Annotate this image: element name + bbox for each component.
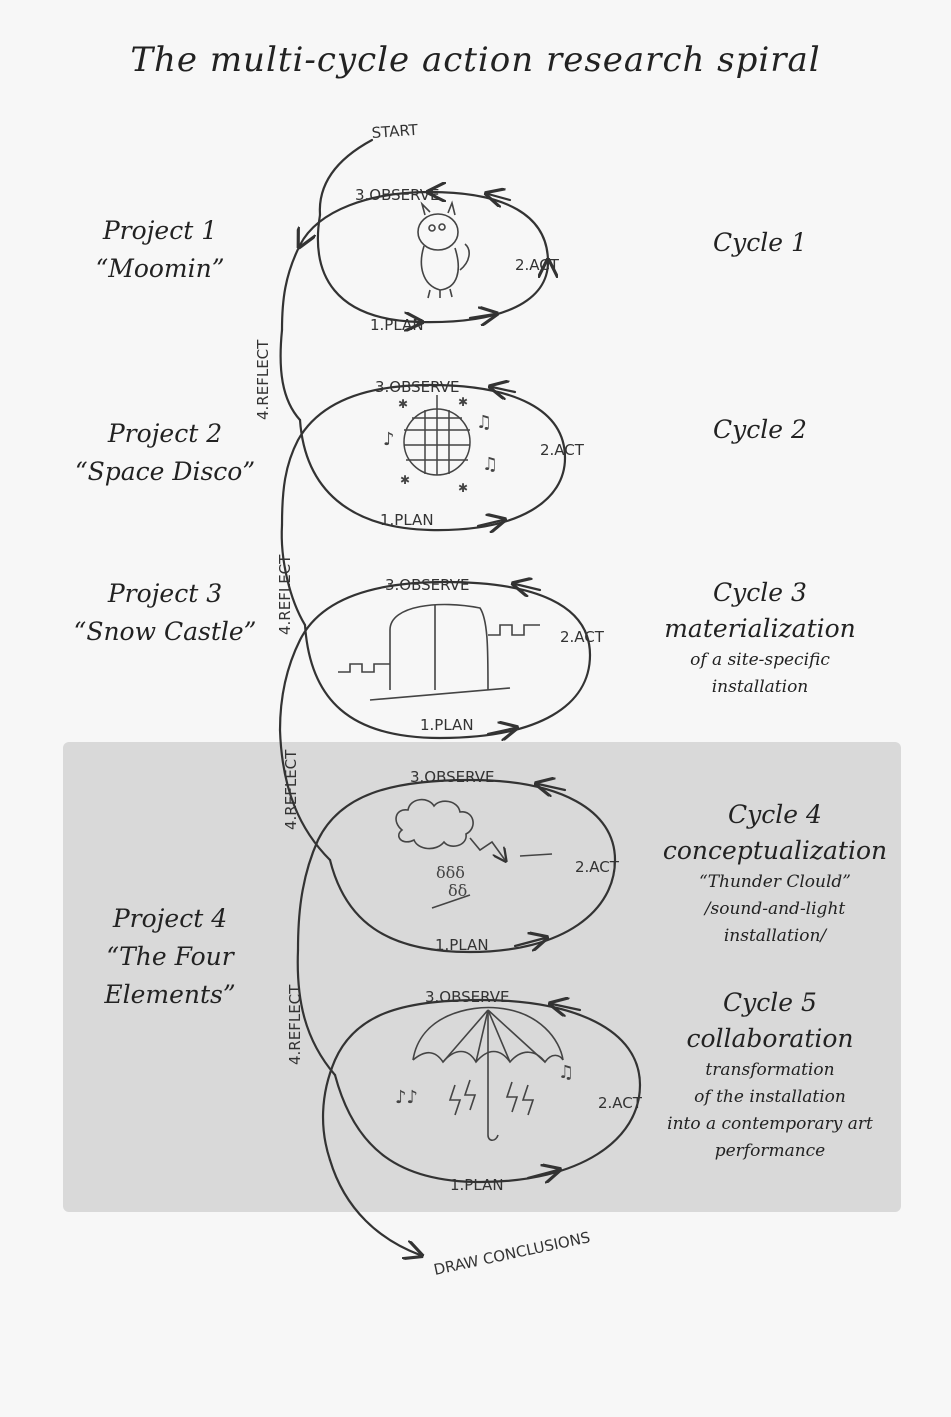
svg-text:♫: ♫ [482,454,498,475]
reflect-1-path [281,330,300,420]
cycle-1-act-label: 2.ACT [515,256,560,274]
svg-text:✱: ✱ [458,395,468,409]
svg-text:♫: ♫ [476,412,492,433]
thunder-cloud-icon: δδδ δδ [396,800,552,908]
cycle-2-act-label: 2.ACT [540,441,585,459]
start-label: START [371,121,419,142]
reflect-4-label: 4.REFLECT [286,984,304,1065]
cycle-5-observe-label: 3.OBSERVE [425,988,510,1006]
conclusion-arrow [330,1160,420,1255]
cycle-1-loop [282,192,548,330]
draw-conclusions-label: DRAW CONCLUSIONS [432,1228,592,1279]
svg-text:♪: ♪ [383,429,395,450]
reflect-2-label: 4.REFLECT [276,554,294,635]
cycle-5-act-label: 2.ACT [598,1094,643,1112]
cycle-3-act-label: 2.ACT [560,628,605,646]
cycle-4-plan-label: 1.PLAN [435,936,489,954]
svg-text:✱: ✱ [398,397,408,411]
snow-castle-icon [338,604,540,700]
svg-text:✱: ✱ [400,473,410,487]
cycle-2-observe-label: 3.OBSERVE [375,378,460,396]
cycle-4-observe-label: 3.OBSERVE [410,768,495,786]
cycle-1-plan-label: 1.PLAN [370,316,424,334]
moomin-icon [418,203,469,298]
cycle-4-act-label: 2.ACT [575,858,620,876]
reflect-3-label: 4.REFLECT [282,749,300,830]
cycle-1-observe-label: 3.OBSERVE [355,186,440,204]
disco-ball-icon: ♪ ♫ ♫ ✱ ✱ ✱ ✱ [383,395,498,495]
svg-text:δδδ: δδδ [436,863,465,882]
svg-text:♫: ♫ [558,1062,574,1083]
umbrella-icon: ♪♪ ♫ [395,1008,574,1141]
svg-text:♪♪: ♪♪ [395,1087,418,1108]
cycle-3-observe-label: 3.OBSERVE [385,576,470,594]
reflect-1-label: 4.REFLECT [254,339,272,420]
svg-text:✱: ✱ [458,481,468,495]
cycle-2-plan-label: 1.PLAN [380,511,434,529]
cycle-2-loop [282,385,565,530]
cycle-5-loop [323,1000,640,1182]
cycle-5-plan-label: 1.PLAN [450,1176,504,1194]
cycle-3-plan-label: 1.PLAN [420,716,474,734]
